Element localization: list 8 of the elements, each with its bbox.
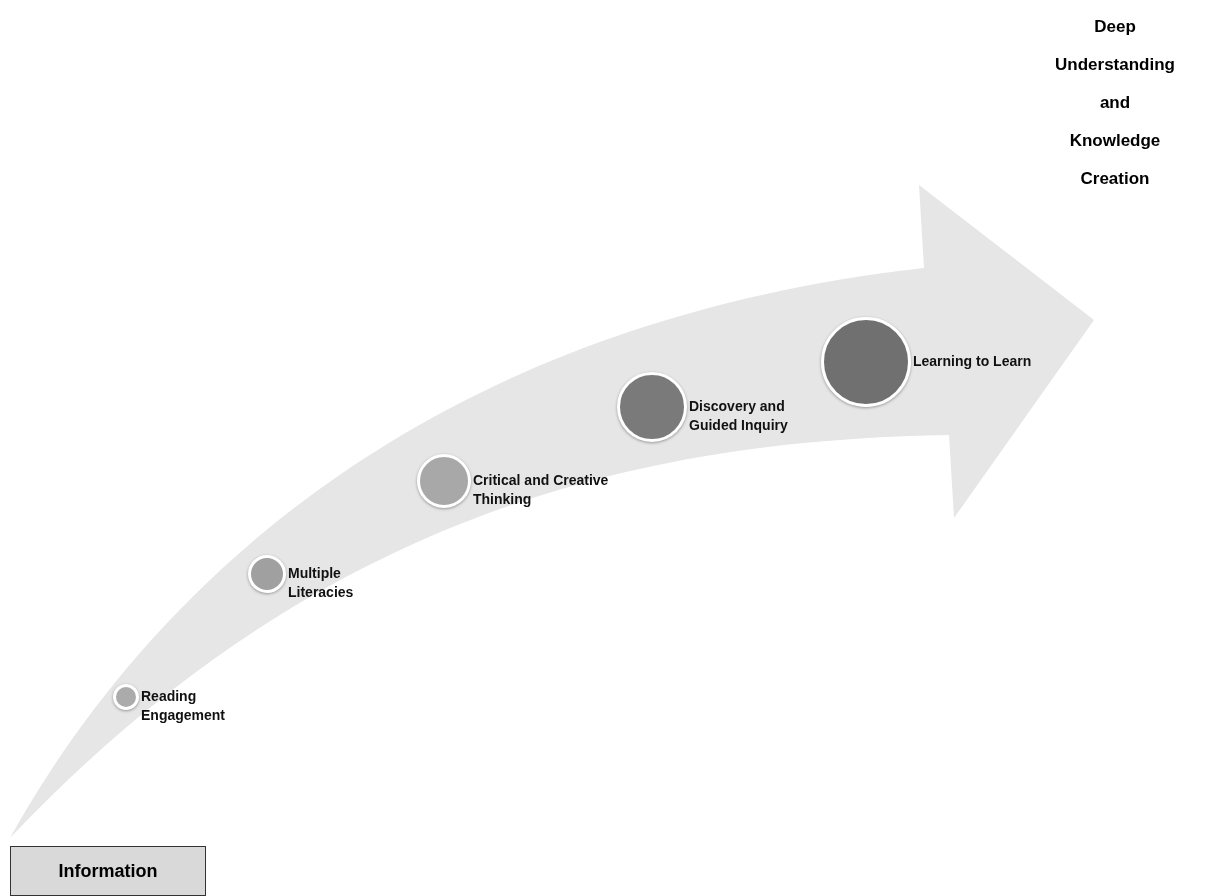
stage-label: Learning to Learn (913, 352, 1033, 371)
start-box: Information (10, 846, 206, 896)
goal-label: Deep Understanding and Knowledge Creation (1054, 8, 1176, 198)
stage-label: Critical and Creative Thinking (473, 471, 610, 509)
curved-arrow (10, 185, 1094, 838)
stage-label: Multiple Literacies (288, 564, 355, 602)
stage-label: Reading Engagement (141, 687, 226, 725)
stage-label: Discovery and Guided Inquiry (689, 397, 789, 435)
